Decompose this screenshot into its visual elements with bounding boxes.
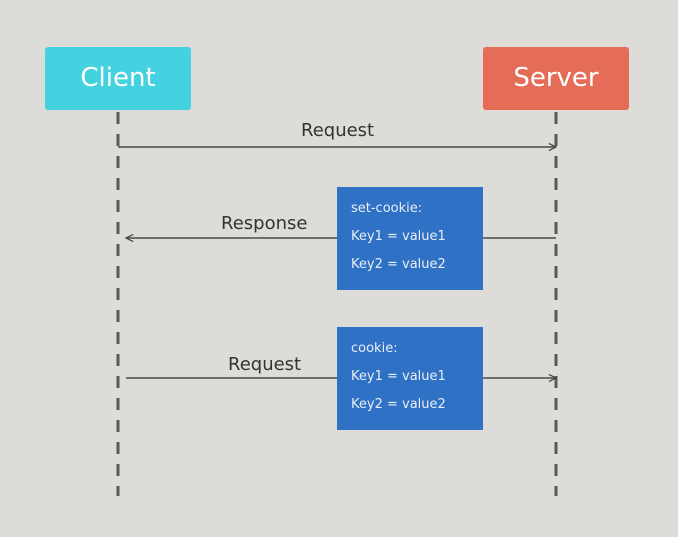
- note-line-key1: Key1 = value1: [351, 369, 446, 384]
- note-line-key2: Key2 = value2: [351, 397, 446, 412]
- note-line-key1: Key1 = value1: [351, 229, 446, 244]
- cookie-note: cookie: Key1 = value1 Key2 = value2: [337, 327, 483, 430]
- set-cookie-note: set-cookie: Key1 = value1 Key2 = value2: [337, 187, 483, 290]
- request-label-2: Request: [228, 354, 302, 375]
- client-participant: Client: [45, 47, 191, 110]
- note-line-key2: Key2 = value2: [351, 257, 446, 272]
- server-participant: Server: [483, 47, 629, 110]
- note-line-header: set-cookie:: [351, 201, 423, 216]
- note-line-header: cookie:: [351, 341, 398, 356]
- request-label-1: Request: [301, 120, 375, 141]
- response-label: Response: [221, 213, 308, 234]
